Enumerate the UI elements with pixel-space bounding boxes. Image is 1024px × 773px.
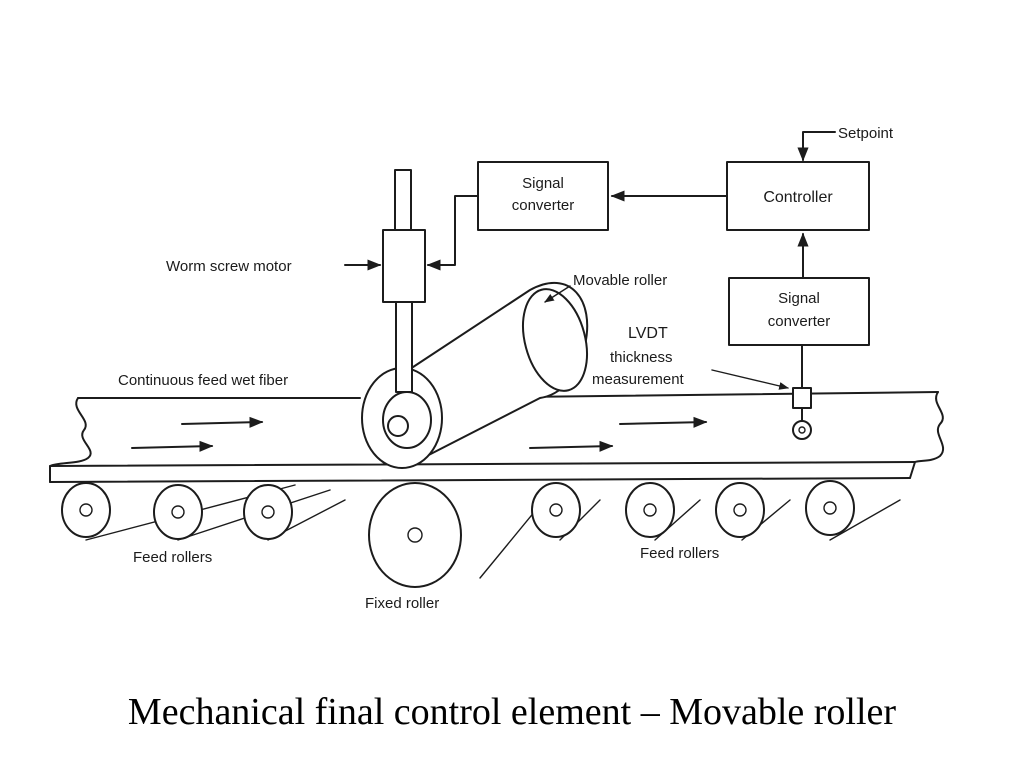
controller-box xyxy=(726,161,870,231)
feed-roller xyxy=(153,484,203,540)
feed-roller xyxy=(531,482,581,538)
signal-converter-top-label-2: converter xyxy=(512,197,575,214)
signal-lines xyxy=(344,131,836,390)
continuous-feed-label: Continuous feed wet fiber xyxy=(118,372,288,389)
feed-roller xyxy=(715,482,765,538)
signal-converter-top-label-1: Signal xyxy=(522,175,564,192)
signal-converter-right-label-1: Signal xyxy=(778,290,820,307)
lvdt-sensor xyxy=(792,344,812,440)
fixed-roller xyxy=(368,482,462,588)
feed-roller xyxy=(805,480,855,536)
flow-arrows xyxy=(131,416,708,452)
lvdt-label-1: LVDT xyxy=(628,325,668,342)
feed-rollers-left xyxy=(61,482,293,540)
worm-screw-motor xyxy=(382,169,426,393)
signal-converter-right-box xyxy=(728,277,870,346)
movable-roller xyxy=(361,281,589,469)
worm-screw-motor-label: Worm screw motor xyxy=(166,258,292,275)
fixed-roller-label: Fixed roller xyxy=(365,595,439,612)
lvdt-label-3: measurement xyxy=(592,371,685,388)
setpoint-label: Setpoint xyxy=(838,125,894,142)
signal-converter-right-label-2: converter xyxy=(768,313,831,330)
feed-roller xyxy=(625,482,675,538)
caption: Mechanical final control element – Movab… xyxy=(127,691,897,733)
movable-roller-label: Movable roller xyxy=(573,272,667,289)
feed-rollers-right-label: Feed rollers xyxy=(640,545,719,562)
feed-roller xyxy=(243,484,293,540)
lvdt-label-2: thickness xyxy=(610,349,673,366)
signal-converter-top-box xyxy=(477,161,609,231)
feed-roller xyxy=(61,482,111,538)
controller-label: Controller xyxy=(763,189,833,206)
feed-rollers-right xyxy=(531,480,855,538)
feed-rollers-left-label: Feed rollers xyxy=(133,549,212,566)
